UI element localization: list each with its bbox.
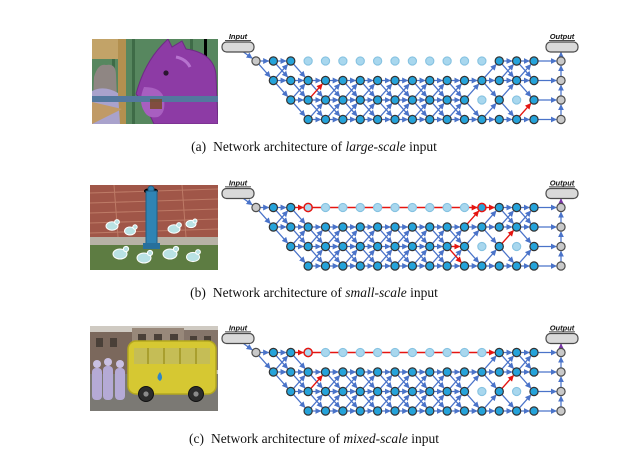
- svg-text:Output: Output: [550, 178, 575, 187]
- caption-suffix: input: [409, 139, 437, 154]
- pedestrian-silhouettes: [92, 358, 125, 400]
- svg-text:Output: Output: [550, 323, 575, 332]
- input-box-small-scale: Input: [221, 178, 255, 200]
- photo-bus-mixed-scale: [90, 326, 218, 411]
- caption-body: Network architecture of: [211, 431, 340, 446]
- caption-index: (b): [190, 285, 206, 300]
- input-box-mixed-scale: Input: [221, 323, 255, 345]
- input-box-large-scale: Input: [221, 32, 255, 53]
- bird-segmentation-masks: [105, 218, 201, 264]
- caption-index: (a): [191, 139, 207, 154]
- caption-emphasis: mixed-scale: [343, 431, 408, 446]
- bus-logo-drop: [157, 372, 162, 381]
- caption-large-scale: (a) Network architecture of large-scale i…: [0, 139, 628, 155]
- caption-emphasis: large-scale: [345, 139, 406, 154]
- svg-text:Output: Output: [550, 32, 575, 41]
- svg-text:Input: Input: [229, 178, 248, 187]
- svg-text:Input: Input: [229, 323, 248, 332]
- svg-text:Input: Input: [229, 32, 248, 41]
- photo-birds-small-scale: [90, 185, 218, 270]
- photo-horse-large-scale: [92, 39, 218, 124]
- caption-suffix: input: [411, 431, 439, 446]
- caption-body: Network architecture of: [212, 285, 342, 300]
- bus-segmentation-mask: [127, 340, 217, 402]
- output-box-large-scale: Output: [545, 32, 579, 53]
- output-box-mixed-scale: Output: [545, 323, 579, 345]
- caption-suffix: input: [410, 285, 438, 300]
- caption-small-scale: (b) Network architecture of small-scale i…: [0, 285, 628, 301]
- caption-emphasis: small-scale: [345, 285, 407, 300]
- caption-body: Network architecture of: [213, 139, 343, 154]
- horse-eye: [163, 70, 169, 76]
- caption-index: (c): [189, 431, 205, 446]
- caption-mixed-scale: (c) Network architecture of mixed-scale i…: [0, 431, 628, 447]
- output-box-small-scale: Output: [545, 178, 579, 200]
